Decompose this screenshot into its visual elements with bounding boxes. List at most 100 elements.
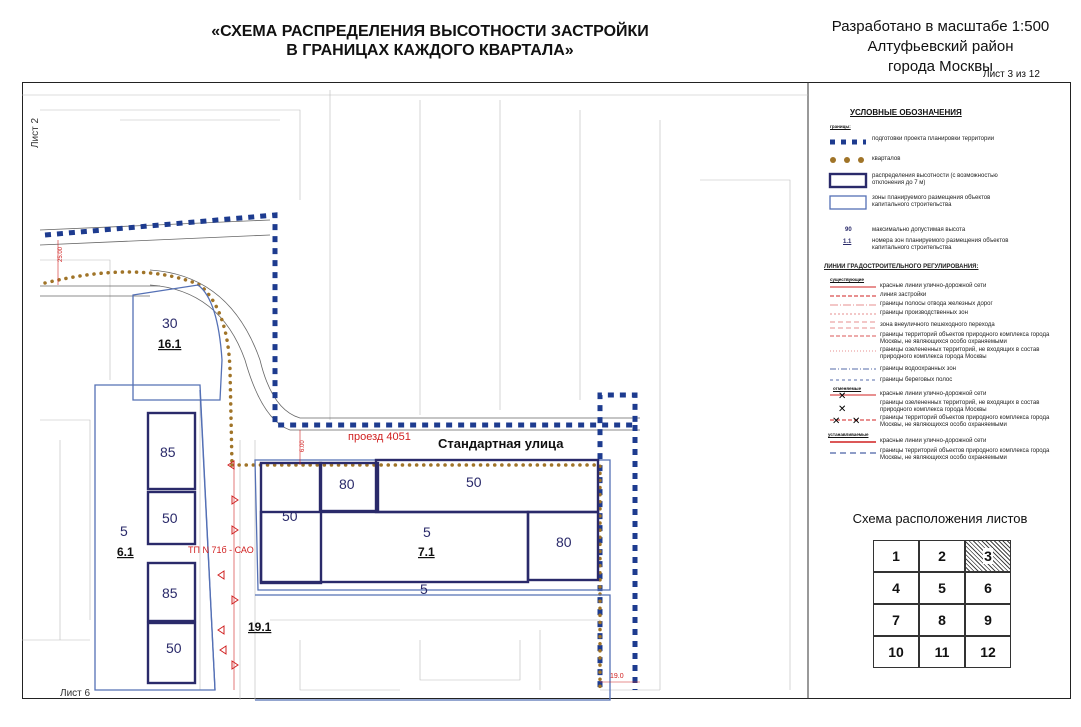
zone-height-85-b: 85 — [162, 585, 178, 601]
legend-symbols: ✕ ✕ ✕✕ — [828, 139, 876, 454]
legend-line-4: границы производственных зон — [880, 310, 968, 316]
sheet-cell-label: 8 — [938, 612, 946, 628]
legend-established: устанавливаемые — [828, 432, 869, 437]
sheet-number: Лист 3 из 12 — [983, 69, 1040, 80]
legend-line-3: границы полосы отвода железных дорог — [880, 301, 993, 307]
legend-line-1: красные линии улично-дорожной сети — [880, 283, 987, 289]
zone-height-80-a: 80 — [339, 476, 355, 492]
sheet-grid: 1 2 3 4 5 6 7 8 9 10 11 12 — [873, 540, 1012, 668]
sheet-cell-10[interactable]: 10 — [873, 636, 919, 668]
legend-line-7: границы озелененных территорий, не входя… — [880, 347, 1040, 360]
district-line: Алтуфьевский район — [867, 38, 1014, 55]
legend-line-6: границы территорий объектов природного к… — [880, 332, 1050, 345]
zone-height-5-a: 5 — [120, 523, 128, 539]
zone-height-5-c: 5 — [420, 581, 428, 597]
legend-line-2: линия застройки — [880, 292, 927, 298]
height-distribution — [146, 411, 600, 685]
legend-zone-num: 1.1 — [843, 239, 852, 245]
sheet-cell-11[interactable]: 11 — [919, 636, 965, 668]
sheet-cell-label: 2 — [938, 548, 946, 564]
sheet-cell-label: 1 — [892, 548, 900, 564]
sheet-cell-1[interactable]: 1 — [873, 540, 919, 572]
svg-text:✕: ✕ — [832, 416, 840, 427]
svg-text:✕: ✕ — [838, 404, 846, 415]
legend-cancel-1: красные линии улично-дорожной сети — [880, 391, 987, 397]
road-id-label: ТП N 71б - САО — [188, 545, 254, 555]
sheet-cell-label: 11 — [934, 644, 950, 660]
legend-item-zones: зоны планируемого размещения объектов ка… — [872, 195, 991, 208]
zone-height-50-a: 50 — [162, 510, 178, 526]
quarter-boundary-east — [230, 463, 602, 692]
legend-title: УСЛОВНЫЕ ОБОЗНАЧЕНИЯ — [850, 108, 962, 117]
drawing-frame — [22, 82, 1071, 699]
sheet-cell-5[interactable]: 5 — [919, 572, 965, 604]
zone-number-19-1: 19.1 — [248, 620, 272, 634]
svg-text:✕: ✕ — [852, 416, 860, 427]
dim-left-label: 6.00 — [300, 440, 306, 452]
legend-item-quarters: кварталов — [872, 156, 901, 162]
quarter-boundary-west — [43, 270, 234, 467]
legend-line-9: границы береговых полос — [880, 377, 953, 383]
red-line-markers — [217, 460, 239, 670]
legend-cancelled: отменяемые — [833, 386, 862, 391]
sheet-cell-9[interactable]: 9 — [965, 604, 1011, 636]
zone-height-50-d: 50 — [466, 474, 482, 490]
legend-line-5: зона внеуличного пешеходного перехода — [880, 322, 995, 328]
svg-text:✕: ✕ — [838, 391, 846, 402]
sheet-label-bottom: Лист 6 — [60, 688, 91, 699]
project-boundary — [44, 212, 638, 690]
curved-road — [39, 219, 640, 431]
sheet-cell-label: 12 — [980, 644, 996, 660]
legend-reg-title: ЛИНИИ ГРАДОСТРОИТЕЛЬНОГО РЕГУЛИРОВАНИЯ: — [824, 264, 979, 270]
zone-height-85-a: 85 — [160, 444, 176, 460]
passage-label: проезд 4051 — [348, 431, 411, 443]
legend-item-project: подготовки проекта планировки территории — [872, 136, 995, 142]
zone-height-80-b: 80 — [556, 534, 572, 550]
legend-bounds-label: границы: — [830, 124, 851, 129]
title-line-2: В ГРАНИЦАХ КАЖДОГО КВАРТАЛА» — [286, 42, 574, 59]
background-context — [22, 90, 808, 700]
zone-height-50-b: 50 — [166, 640, 182, 656]
page-title: «СХЕМА РАСПРЕДЕЛЕНИЯ ВЫСОТНОСТИ ЗАСТРОЙК… — [150, 22, 710, 60]
sheet-cell-6[interactable]: 6 — [965, 572, 1011, 604]
dim-bottom-label: 19.0 — [610, 673, 624, 680]
sheet-cell-label: 5 — [938, 580, 946, 596]
sheet-cell-label: 9 — [984, 612, 992, 628]
legend-height-text: максимально допустимая высота — [872, 227, 966, 233]
sheet-cell-label: 4 — [892, 580, 900, 596]
legend-existing: существующие — [830, 277, 865, 282]
sheet-cell-label: 7 — [892, 612, 900, 628]
zone-height-30: 30 — [162, 315, 178, 331]
zone-number-16-1: 16.1 — [158, 337, 182, 351]
zone-number-7-1: 7.1 — [418, 545, 435, 559]
sheet-cell-4[interactable]: 4 — [873, 572, 919, 604]
zone-height-5-b: 5 — [423, 524, 431, 540]
sheet-scheme-title: Схема расположения листов — [852, 511, 1028, 526]
legend-cancel-2: границы озелененных территорий, не входя… — [880, 400, 1040, 413]
legend-zone-text: номера зон планируемого размещения объек… — [872, 238, 1009, 251]
city-line: города Москвы — [888, 58, 993, 75]
title-line-1: «СХЕМА РАСПРЕДЕЛЕНИЯ ВЫСОТНОСТИ ЗАСТРОЙК… — [211, 23, 649, 40]
dim-top-label: 25.00 — [58, 246, 64, 262]
sheet-label-left: Лист 2 — [30, 117, 41, 148]
legend-est-1: красные линии улично-дорожной сети — [880, 438, 987, 444]
zone-number-6-1: 6.1 — [117, 545, 134, 559]
sheet-cell-7[interactable]: 7 — [873, 604, 919, 636]
scale-block: Разработано в масштабе 1:500 Алтуфьевски… — [818, 17, 1063, 77]
sheet-cell-label: 3 — [983, 548, 993, 564]
legend-est-2: границы территорий объектов природного к… — [880, 448, 1050, 461]
legend-line-8: границы водоохранных зон — [880, 366, 956, 372]
sheet-cell-2[interactable]: 2 — [919, 540, 965, 572]
zone-height-50-c: 50 — [282, 508, 298, 524]
sheet-cell-3-current[interactable]: 3 — [965, 540, 1011, 572]
legend-cancel-3: границы территорий объектов природного к… — [880, 415, 1050, 428]
sheet-cell-label: 6 — [984, 580, 992, 596]
sheet-cell-12[interactable]: 12 — [965, 636, 1011, 668]
sheet-cell-label: 10 — [888, 644, 904, 660]
sheet-cell-8[interactable]: 8 — [919, 604, 965, 636]
street-label: Стандартная улица — [438, 436, 564, 451]
legend-item-heights: распределения высотности (с возможностью… — [872, 173, 998, 186]
scale-line: Разработано в масштабе 1:500 — [831, 18, 1050, 35]
legend-height-num: 90 — [845, 227, 852, 233]
